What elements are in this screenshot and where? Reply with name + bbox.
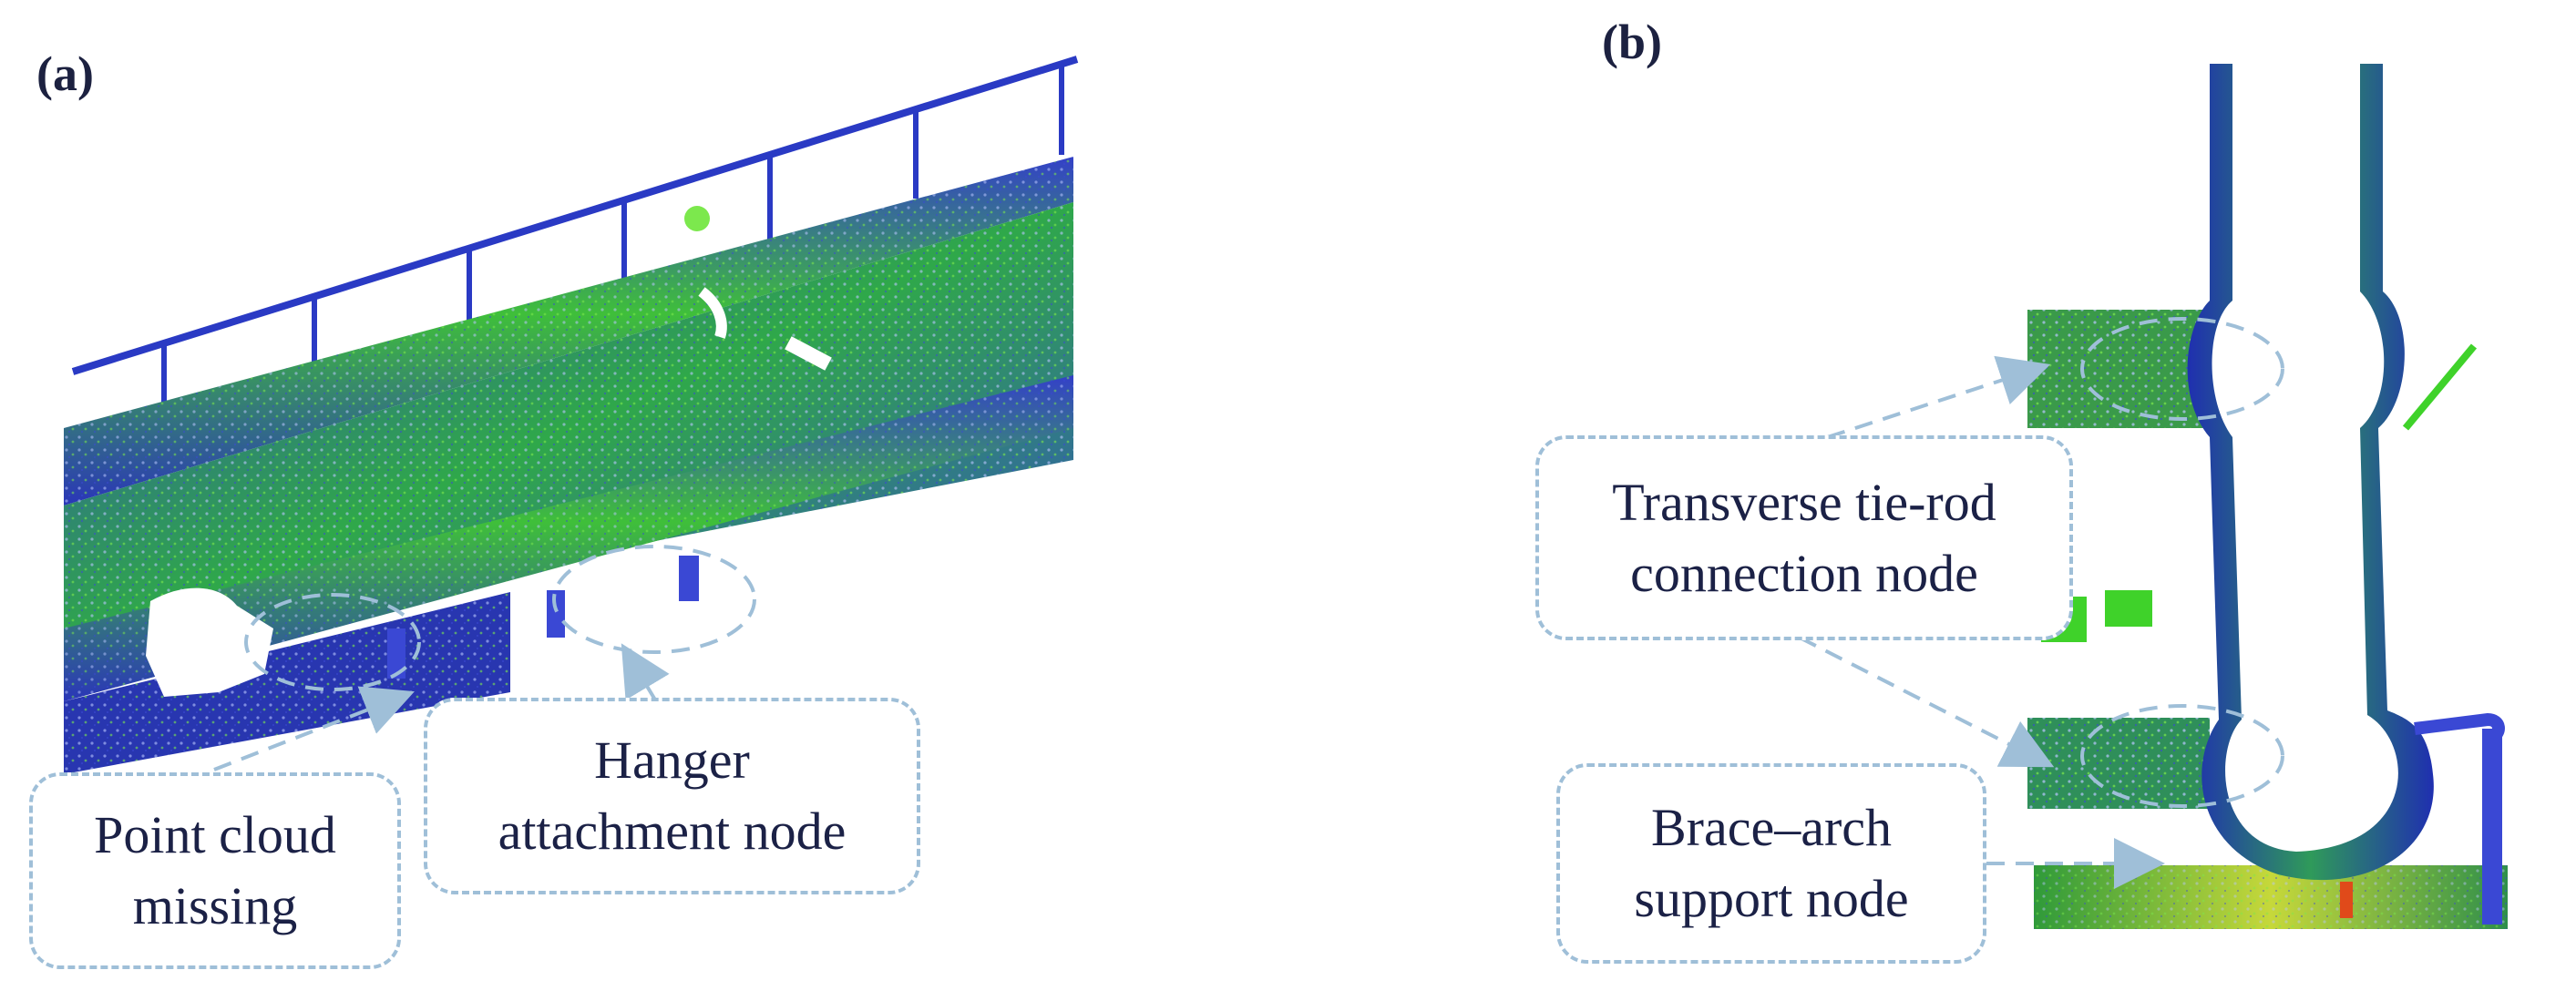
arch-node-point-cloud	[2027, 64, 2508, 929]
hanger-stub-2	[547, 590, 565, 638]
callout-brace-arch-support-node: Brace–arch support node	[1556, 763, 1986, 964]
side-plate-2	[2105, 590, 2152, 627]
leader-missing	[213, 686, 415, 771]
arch-rib-outline	[2187, 64, 2434, 881]
leader-tie-rod-upper	[1799, 355, 2051, 448]
leader-hanger	[621, 643, 670, 703]
red-marker	[2340, 882, 2353, 918]
callout-hanger-attachment-node: Hanger attachment node	[424, 698, 920, 894]
attachment-plate	[785, 336, 832, 371]
callout-transverse-tie-rod-node: Transverse tie-rod connection node	[1535, 435, 2073, 640]
girder-point-cloud	[64, 56, 1079, 774]
leader-tie-rod-lower	[1799, 636, 2055, 768]
missing-region-ellipse	[244, 593, 421, 691]
green-fixture	[684, 206, 710, 231]
tie-rod-node-ellipse-upper	[2080, 317, 2284, 421]
point-cloud-gap	[146, 587, 273, 697]
panel-label-b: (b)	[1602, 15, 1662, 69]
hanger-stub-1	[387, 628, 405, 679]
handrail-posts	[161, 66, 1064, 428]
panel-label-a: (a)	[36, 46, 94, 101]
handrail-top-rail	[71, 56, 1079, 375]
brace-right-elbow	[2414, 712, 2505, 744]
brace-diagonal-upper	[2402, 343, 2478, 431]
tie-rod-node-ellipse-lower	[2080, 704, 2284, 808]
callout-point-cloud-missing: Point cloud missing	[29, 772, 401, 969]
hanger-stub-3	[679, 556, 699, 601]
hanger-collar	[698, 287, 727, 339]
hanger-node-ellipse-1	[552, 545, 756, 654]
